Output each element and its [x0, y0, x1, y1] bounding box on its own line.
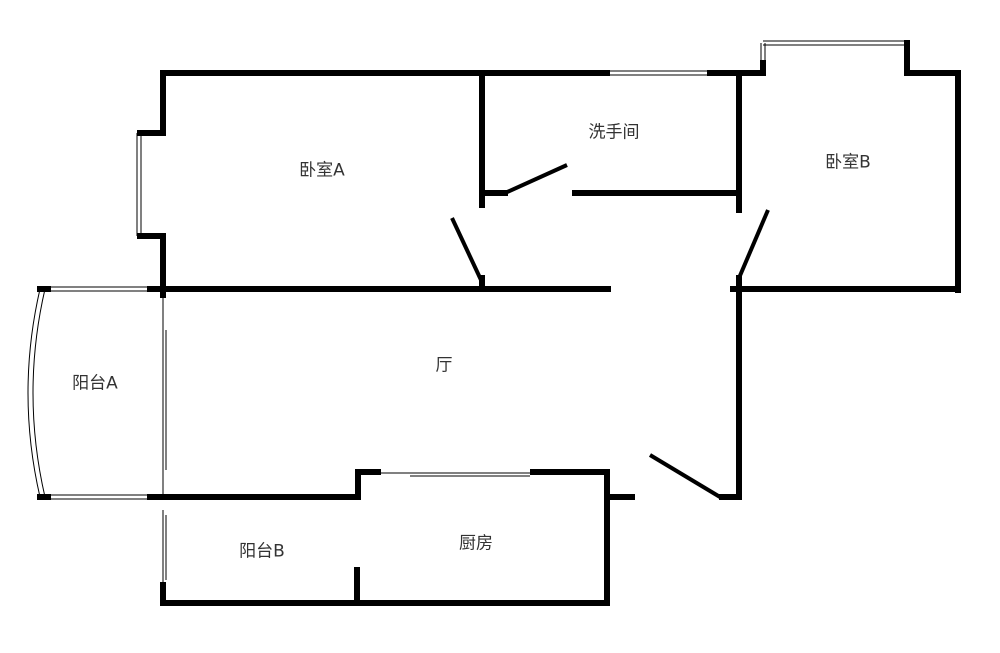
window [378, 472, 533, 477]
window [760, 40, 907, 73]
room-label-kitchen: 厨房 [459, 533, 493, 554]
entry-door [648, 453, 722, 499]
window [48, 286, 150, 292]
doors [450, 163, 770, 499]
wall [147, 469, 381, 500]
bathroom-door [504, 163, 568, 195]
room-label-bathroom: 洗手间 [588, 122, 640, 143]
room-label-bedroom-b: 卧室B [825, 152, 871, 173]
room-label-balcony-a: 阳台A [72, 373, 118, 394]
window [27, 288, 46, 498]
window [48, 494, 150, 500]
room-label-bedroom-a: 卧室A [299, 160, 345, 181]
windows [27, 40, 907, 585]
wall [160, 469, 610, 606]
room-label-balcony-b: 阳台B [239, 541, 285, 562]
wall [904, 40, 961, 293]
room-label-living: 厅 [435, 355, 453, 376]
window [136, 133, 142, 236]
walls [37, 40, 961, 606]
wall [137, 70, 166, 136]
wall [137, 233, 166, 298]
window [162, 295, 167, 497]
window [162, 510, 167, 585]
bedroom-a-door [450, 217, 483, 281]
window [607, 70, 710, 76]
wall [719, 275, 742, 500]
bedroom-b-door [737, 209, 770, 279]
